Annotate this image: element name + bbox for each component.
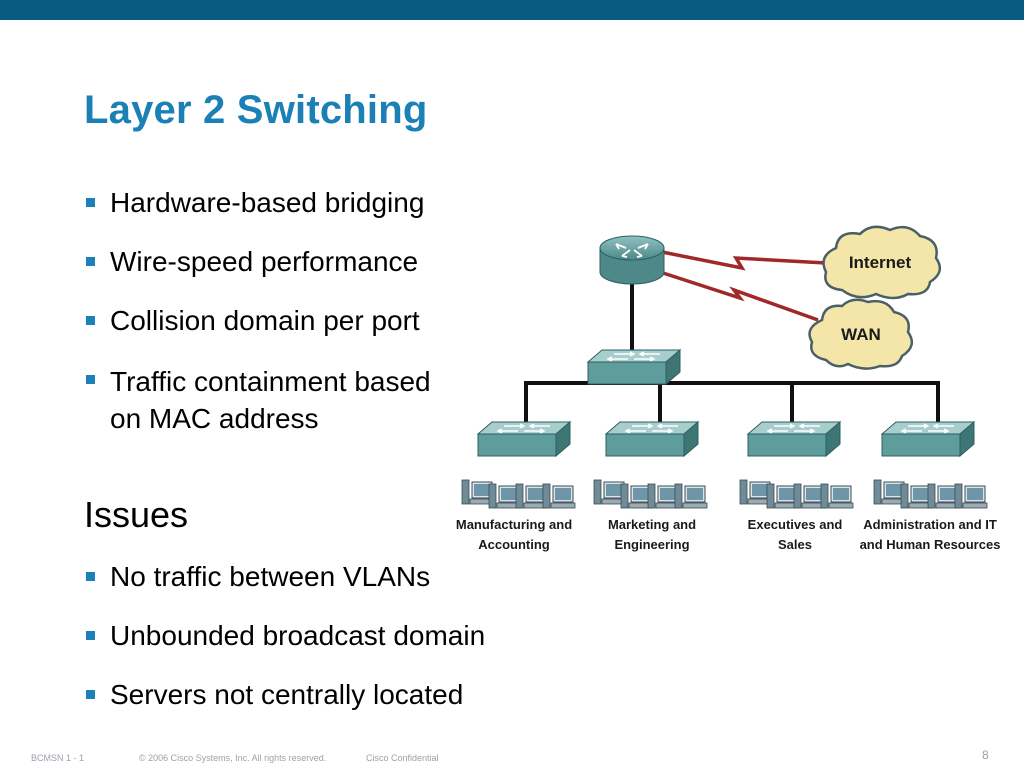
- issues-bullet-list: No traffic between VLANs Unbounded broad…: [84, 560, 485, 737]
- access-switch-icon: [477, 421, 571, 457]
- workstation-group-icon: [739, 479, 854, 509]
- page-number: 8: [982, 748, 989, 762]
- bullet-item: Unbounded broadcast domain: [84, 619, 485, 653]
- feature-bullet-list: Hardware-based bridging Wire-speed perfo…: [84, 186, 431, 462]
- wan-cloud-icon: WAN: [808, 298, 914, 370]
- footer-confidential: Cisco Confidential: [366, 753, 439, 763]
- workstation-group-icon: [873, 479, 988, 509]
- square-bullet-icon: [86, 690, 95, 699]
- square-bullet-icon: [86, 375, 95, 384]
- internet-serial-link: [661, 250, 827, 271]
- workstation-group-icon: [593, 479, 708, 509]
- square-bullet-icon: [86, 631, 95, 640]
- bullet-item: Servers not centrally located: [84, 678, 485, 712]
- department-label: Accounting: [478, 537, 550, 552]
- department-label: Sales: [778, 537, 812, 552]
- bullet-item: Hardware-based bridging: [84, 186, 431, 220]
- footer-copyright: © 2006 Cisco Systems, Inc. All rights re…: [139, 753, 327, 763]
- access-switch-icon: [605, 421, 699, 457]
- issues-heading: Issues: [84, 494, 189, 535]
- internet-cloud-icon: Internet: [822, 225, 942, 300]
- department-label: Engineering: [614, 537, 689, 552]
- wan-serial-links: [659, 250, 827, 322]
- bullet-item: Collision domain per port: [84, 304, 431, 338]
- bullet-item: No traffic between VLANs: [84, 560, 485, 594]
- router-icon: [599, 235, 665, 285]
- department-label: Executives and: [748, 517, 843, 532]
- square-bullet-icon: [86, 572, 95, 581]
- square-bullet-icon: [86, 257, 95, 266]
- square-bullet-icon: [86, 198, 95, 207]
- slide-title: Layer 2 Switching: [84, 88, 428, 132]
- footer-course: BCMSN 1 - 1: [31, 753, 85, 763]
- bullet-item: Wire-speed performance: [84, 245, 431, 279]
- department-label: Marketing and: [608, 517, 696, 532]
- workstation-group-icon: [461, 479, 576, 509]
- access-switch-icon: [747, 421, 841, 457]
- wan-serial-link: [659, 270, 819, 322]
- department-label: Manufacturing and: [456, 517, 572, 532]
- distribution-switch-icon: [587, 349, 681, 385]
- department-label: and Human Resources: [860, 537, 1001, 552]
- wan-label: WAN: [841, 325, 881, 344]
- distribution-trunk: [524, 381, 940, 430]
- square-bullet-icon: [86, 316, 95, 325]
- access-switch-icon: [881, 421, 975, 457]
- top-banner: [0, 0, 1024, 20]
- internet-label: Internet: [849, 253, 912, 272]
- department-label: Administration and IT: [863, 517, 997, 532]
